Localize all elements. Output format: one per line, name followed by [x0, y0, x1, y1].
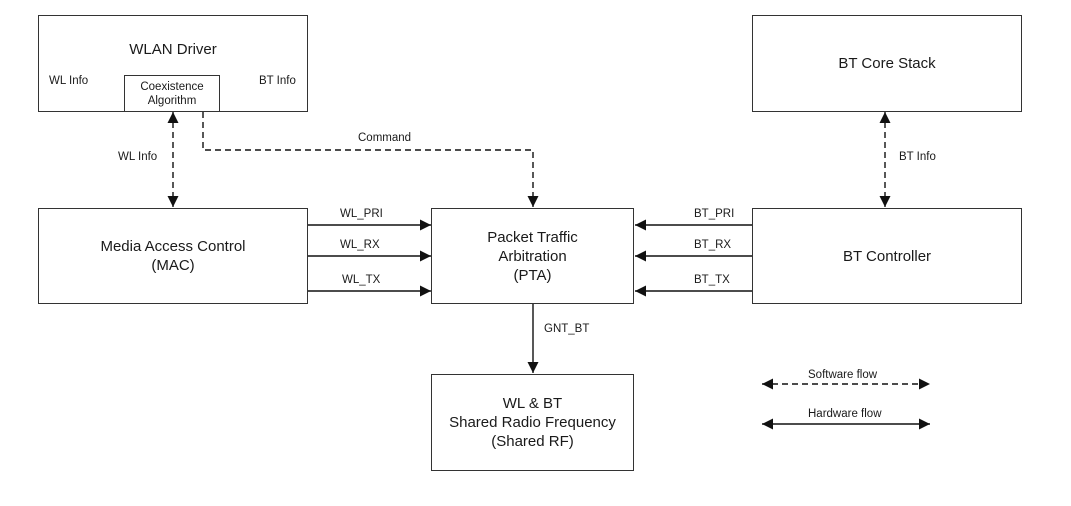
- shared-rf-line-3: (Shared RF): [491, 433, 574, 450]
- coexistence-algorithm-block: Coexistence Algorithm: [124, 75, 220, 112]
- bt-controller-block: BT Controller: [752, 208, 1022, 304]
- command-label: Command: [358, 132, 412, 144]
- wl-info-in-label: WL Info: [49, 75, 89, 87]
- wl-tx-label: WL_TX: [342, 274, 381, 286]
- pta-line-3: (PTA): [513, 266, 552, 284]
- bt-controller-title: BT Controller: [842, 247, 932, 265]
- wl-pri-label: WL_PRI: [340, 208, 383, 220]
- gnt-bt-label: GNT_BT: [544, 323, 590, 335]
- bt-core-stack-title: BT Core Stack: [838, 55, 936, 72]
- shared-rf-line-1: WL & BT: [502, 395, 563, 412]
- bt-tx-label: BT_TX: [694, 274, 730, 286]
- mac-line-2: (MAC): [151, 257, 195, 274]
- coexistence-line-1: Coexistence: [140, 80, 204, 93]
- command-arrow: [202, 112, 539, 207]
- bt-pri-label: BT_PRI: [694, 208, 735, 220]
- mac-block: Media Access Control (MAC): [38, 208, 308, 304]
- bt-info-in-label: BT Info: [259, 75, 296, 87]
- shared-rf-line-2: Shared Radio Frequency: [449, 414, 616, 431]
- wl-rx-label: WL_RX: [340, 239, 380, 251]
- pta-block: Packet Traffic Arbitration (PTA): [431, 208, 634, 304]
- bt-rx-label: BT_RX: [694, 239, 732, 251]
- legend-software-flow-label: Software flow: [806, 368, 880, 382]
- pta-line-1: Packet Traffic: [487, 228, 578, 246]
- legend-hardware-flow-label: Hardware flow: [808, 408, 882, 420]
- bt-core-stack-block: BT Core Stack: [752, 15, 1022, 112]
- wlan-driver-title: WLAN Driver: [129, 41, 217, 58]
- coexistence-line-2: Algorithm: [147, 94, 197, 107]
- bt-info-stack-ctrl-label: BT Info: [897, 150, 938, 164]
- mac-line-1: Media Access Control: [100, 238, 246, 255]
- wl-info-driver-mac-label: WL Info: [116, 150, 160, 164]
- pta-line-2: Arbitration: [498, 247, 567, 265]
- shared-rf-block: WL & BT Shared Radio Frequency (Shared R…: [431, 374, 634, 471]
